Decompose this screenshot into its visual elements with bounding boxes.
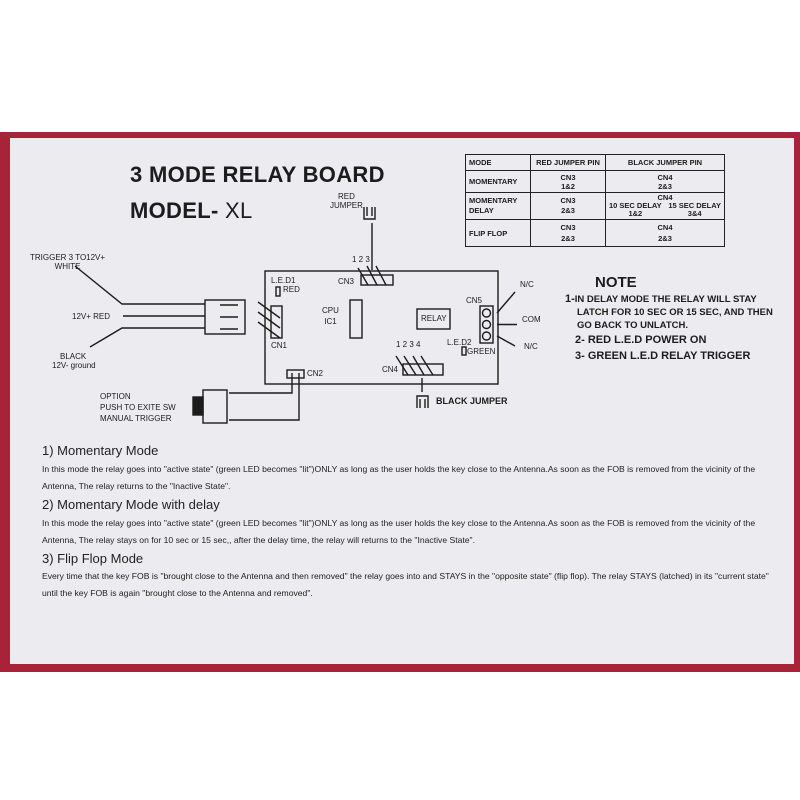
label-line: L.E.D2	[447, 338, 472, 347]
note-line: GO BACK TO UNLATCH.	[577, 320, 689, 331]
ground-wire	[89, 327, 205, 348]
photo-border-bottom	[0, 664, 800, 672]
cn2-label: CN2	[307, 369, 324, 378]
note-number: 1-	[565, 293, 575, 305]
red-jumper-icon	[363, 207, 376, 220]
section-heading-1: 1) Momentary Mode	[42, 443, 159, 458]
cell-line: CN3	[560, 223, 576, 232]
relay-label: RELAY	[421, 314, 447, 323]
v12-red-label: 12V+ RED	[72, 312, 111, 321]
wire-plug	[204, 299, 246, 335]
cell-line: CN4	[657, 223, 673, 232]
cn3-pins-label: 1 2 3	[352, 255, 370, 264]
cpu-label: CPU IC1	[322, 305, 339, 327]
photo-border-left	[0, 132, 10, 672]
cell-line: 1&2	[628, 209, 643, 218]
cell-line: 3&4	[687, 209, 702, 218]
section-heading-3: 3) Flip Flop Mode	[42, 551, 144, 566]
photo-border-top	[0, 132, 800, 138]
label-line: RED	[283, 285, 300, 294]
option-label: OPTION PUSH TO EXITE SW MANUAL TRIGGER	[100, 391, 176, 424]
cell-line: 1&2	[561, 181, 575, 191]
note-title: NOTE	[595, 274, 637, 291]
option-wire	[229, 373, 300, 421]
page-title: 3 MODE RELAY BOARD	[130, 162, 385, 187]
label-line: MANUAL TRIGGER	[100, 414, 172, 423]
model-label: MODEL-	[130, 198, 219, 223]
label-line: JUMPER	[330, 201, 363, 210]
cell-line: CN3	[560, 196, 576, 205]
cell-line: CN4	[657, 193, 673, 202]
black-jumper-icon	[416, 395, 429, 408]
section-heading-2: 2) Momentary Mode with delay	[42, 497, 220, 512]
label-line: PUSH TO EXITE SW	[100, 403, 176, 412]
led1-icon	[275, 286, 281, 297]
note-item-2: 2- RED L.E.D POWER ON	[575, 334, 707, 346]
label-line: IC1	[324, 317, 337, 326]
cell-line: 2&3	[561, 234, 575, 243]
cell-line: 2&3	[658, 181, 672, 191]
trigger-wire	[74, 265, 205, 305]
label-line: GREEN	[467, 347, 496, 356]
label-line: RED	[338, 192, 355, 201]
cell-line: 15 SEC DELAY	[668, 201, 721, 210]
cn4-connector	[402, 363, 444, 376]
model-title: MODEL- XL	[130, 198, 253, 224]
cell-line: 10 SEC DELAY	[609, 201, 662, 210]
label-line: L.E.D1	[271, 276, 296, 285]
jumper-mode-table: MODE RED JUMPER PIN BLACK JUMPER PIN MOM…	[465, 154, 725, 247]
section-body-3: Every time that the key FOB is "brought …	[42, 571, 769, 598]
cn4-pins-label: 1 2 3 4	[396, 340, 421, 349]
label-line: 12V- ground	[52, 361, 96, 370]
cn5-connector	[479, 305, 494, 344]
black-jumper-label: BLACK JUMPER	[436, 396, 508, 406]
note-item-3: 3- GREEN L.E.D RELAY TRIGGER	[575, 350, 751, 362]
led2-icon	[461, 346, 467, 356]
label-line: OPTION	[100, 392, 131, 401]
relay-block	[416, 308, 451, 330]
label-line: TRIGGER 3 TO12V+	[30, 253, 106, 262]
cell-line: 2&3	[561, 206, 575, 215]
cn3-label: CN3	[338, 277, 355, 286]
cell-line: CN3	[560, 172, 576, 182]
cpu-chip	[349, 299, 363, 339]
cell-line: 2&3	[658, 234, 672, 243]
note-line: LATCH FOR 10 SEC OR 15 SEC, AND THEN	[577, 307, 773, 318]
trigger-label: TRIGGER 3 TO12V+WHITE	[30, 253, 105, 271]
note-line: IN DELAY MODE THE RELAY WILL STAY	[574, 294, 757, 305]
cn2-connector	[286, 369, 305, 379]
cell-line: DELAY	[469, 206, 494, 215]
label-line: WHITE	[54, 262, 81, 271]
photo-border-right	[794, 132, 800, 672]
com-label: COM	[522, 315, 541, 324]
push-switch-icon	[202, 389, 228, 424]
nc-top-label: N/C	[520, 280, 534, 289]
cn5-label: CN5	[466, 296, 483, 305]
label-line: BLACK	[60, 352, 87, 361]
nc-bottom-label: N/C	[524, 342, 538, 351]
cell-line: CN4	[657, 172, 673, 182]
model-name: XL	[218, 198, 253, 223]
cn4-label: CN4	[382, 365, 399, 374]
note-item-1: 1-IN DELAY MODE THE RELAY WILL STAY LATC…	[565, 293, 773, 332]
section-body-1: In this mode the relay goes into "active…	[42, 464, 756, 491]
cn1-label: CN1	[271, 341, 288, 350]
section-body-2: In this mode the relay goes into "active…	[42, 518, 756, 545]
label-line: CPU	[322, 306, 339, 315]
cell-line: MOMENTARY	[469, 196, 518, 205]
